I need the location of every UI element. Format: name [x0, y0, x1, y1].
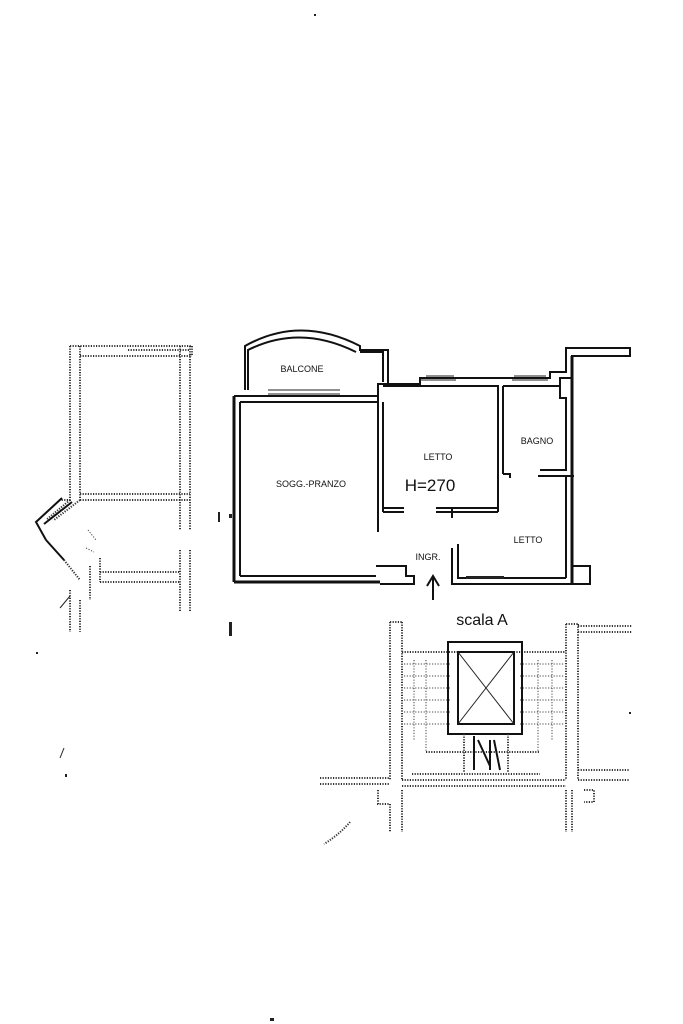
neighbour-unit-left	[34, 345, 193, 632]
room-label-bagno: BAGNO	[521, 436, 554, 446]
room-label-letto-1: LETTO	[424, 452, 453, 462]
wall-marks	[218, 512, 232, 636]
room-label-soggiorno-pranzo: SOGG.-PRANZO	[276, 479, 346, 489]
staircase-label: scala A	[456, 612, 508, 629]
scan-specks	[36, 14, 631, 1021]
room-label-ingresso: INGR.	[415, 552, 440, 562]
apartment	[232, 329, 631, 600]
room-label-letto-2: LETTO	[514, 535, 543, 545]
room-label-balcone: BALCONE	[280, 364, 323, 374]
staircase	[320, 621, 632, 845]
room-labels: BALCONE LETTO BAGNO SOGG.-PRANZO LETTO I…	[276, 364, 553, 629]
ceiling-height-label: H=270	[405, 476, 456, 495]
